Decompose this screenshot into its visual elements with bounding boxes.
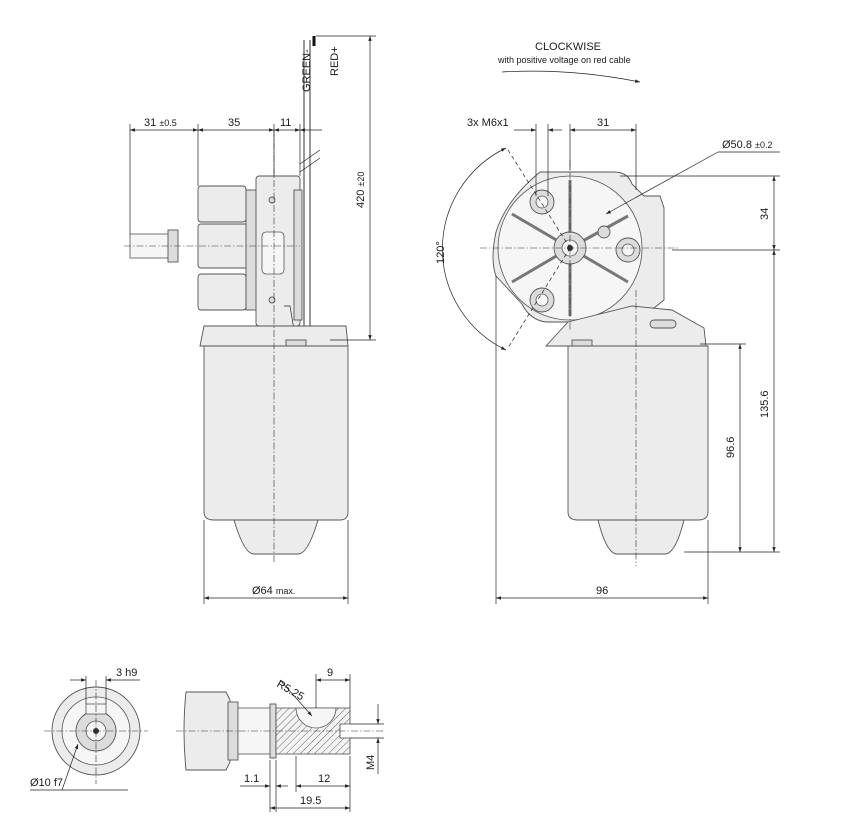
dim-34-label: 34 bbox=[759, 208, 771, 220]
dim-64-label: Ø64 max. bbox=[252, 585, 295, 597]
radius-label: R5.25 bbox=[275, 678, 306, 703]
dim-12-label: 12 bbox=[318, 773, 330, 785]
dim-19-5-label: 19.5 bbox=[300, 795, 321, 807]
front-view bbox=[442, 147, 709, 566]
rotation-title: CLOCKWISE bbox=[535, 41, 601, 53]
dim-31-label: 31 ±0.5 bbox=[144, 117, 177, 129]
dim-9-label: 9 bbox=[327, 667, 333, 679]
shaft-section-view bbox=[176, 691, 384, 771]
side-view-dimensions: 31 ±0.5 35 11 GREEN- RED+ 420 ±20 Ø64 ma… bbox=[129, 35, 376, 604]
rotation-subtitle: with positive voltage on red cable bbox=[497, 55, 631, 65]
shaft-end-view: 3 h9 Ø10 f7 bbox=[30, 667, 148, 791]
angle-label: 120° bbox=[435, 241, 447, 264]
cable-green-label: GREEN- bbox=[301, 49, 313, 92]
diameter-label: Ø50.8 ±0.2 bbox=[722, 139, 772, 151]
cable-red-label: RED+ bbox=[329, 46, 341, 76]
shaft-dia-label: Ø10 f7 bbox=[30, 777, 63, 789]
clockwise-arrow-icon bbox=[501, 70, 641, 83]
dim-35-label: 35 bbox=[228, 117, 240, 129]
dim-11-label: 11 bbox=[280, 117, 291, 129]
dim-420-label: 420 ±20 bbox=[355, 172, 367, 208]
rotation-note: CLOCKWISE with positive voltage on red c… bbox=[497, 41, 641, 83]
thread-m4-label: M4 bbox=[365, 755, 377, 770]
dim-96-6-label: 96.6 bbox=[725, 437, 737, 458]
key-width-label: 3 h9 bbox=[116, 667, 137, 679]
dim-1-1-label: 1.1 bbox=[244, 773, 259, 785]
dim-96-label: 96 bbox=[596, 585, 608, 597]
thread-label: 3x M6x1 bbox=[467, 117, 509, 129]
dim-135-6-label: 135.6 bbox=[759, 390, 771, 418]
front-view-dimensions: 3x M6x1 31 Ø50.8 ±0.2 34 135.6 96.6 120°… bbox=[435, 117, 780, 604]
dim-31-front-label: 31 bbox=[597, 117, 609, 129]
side-view bbox=[124, 36, 349, 562]
